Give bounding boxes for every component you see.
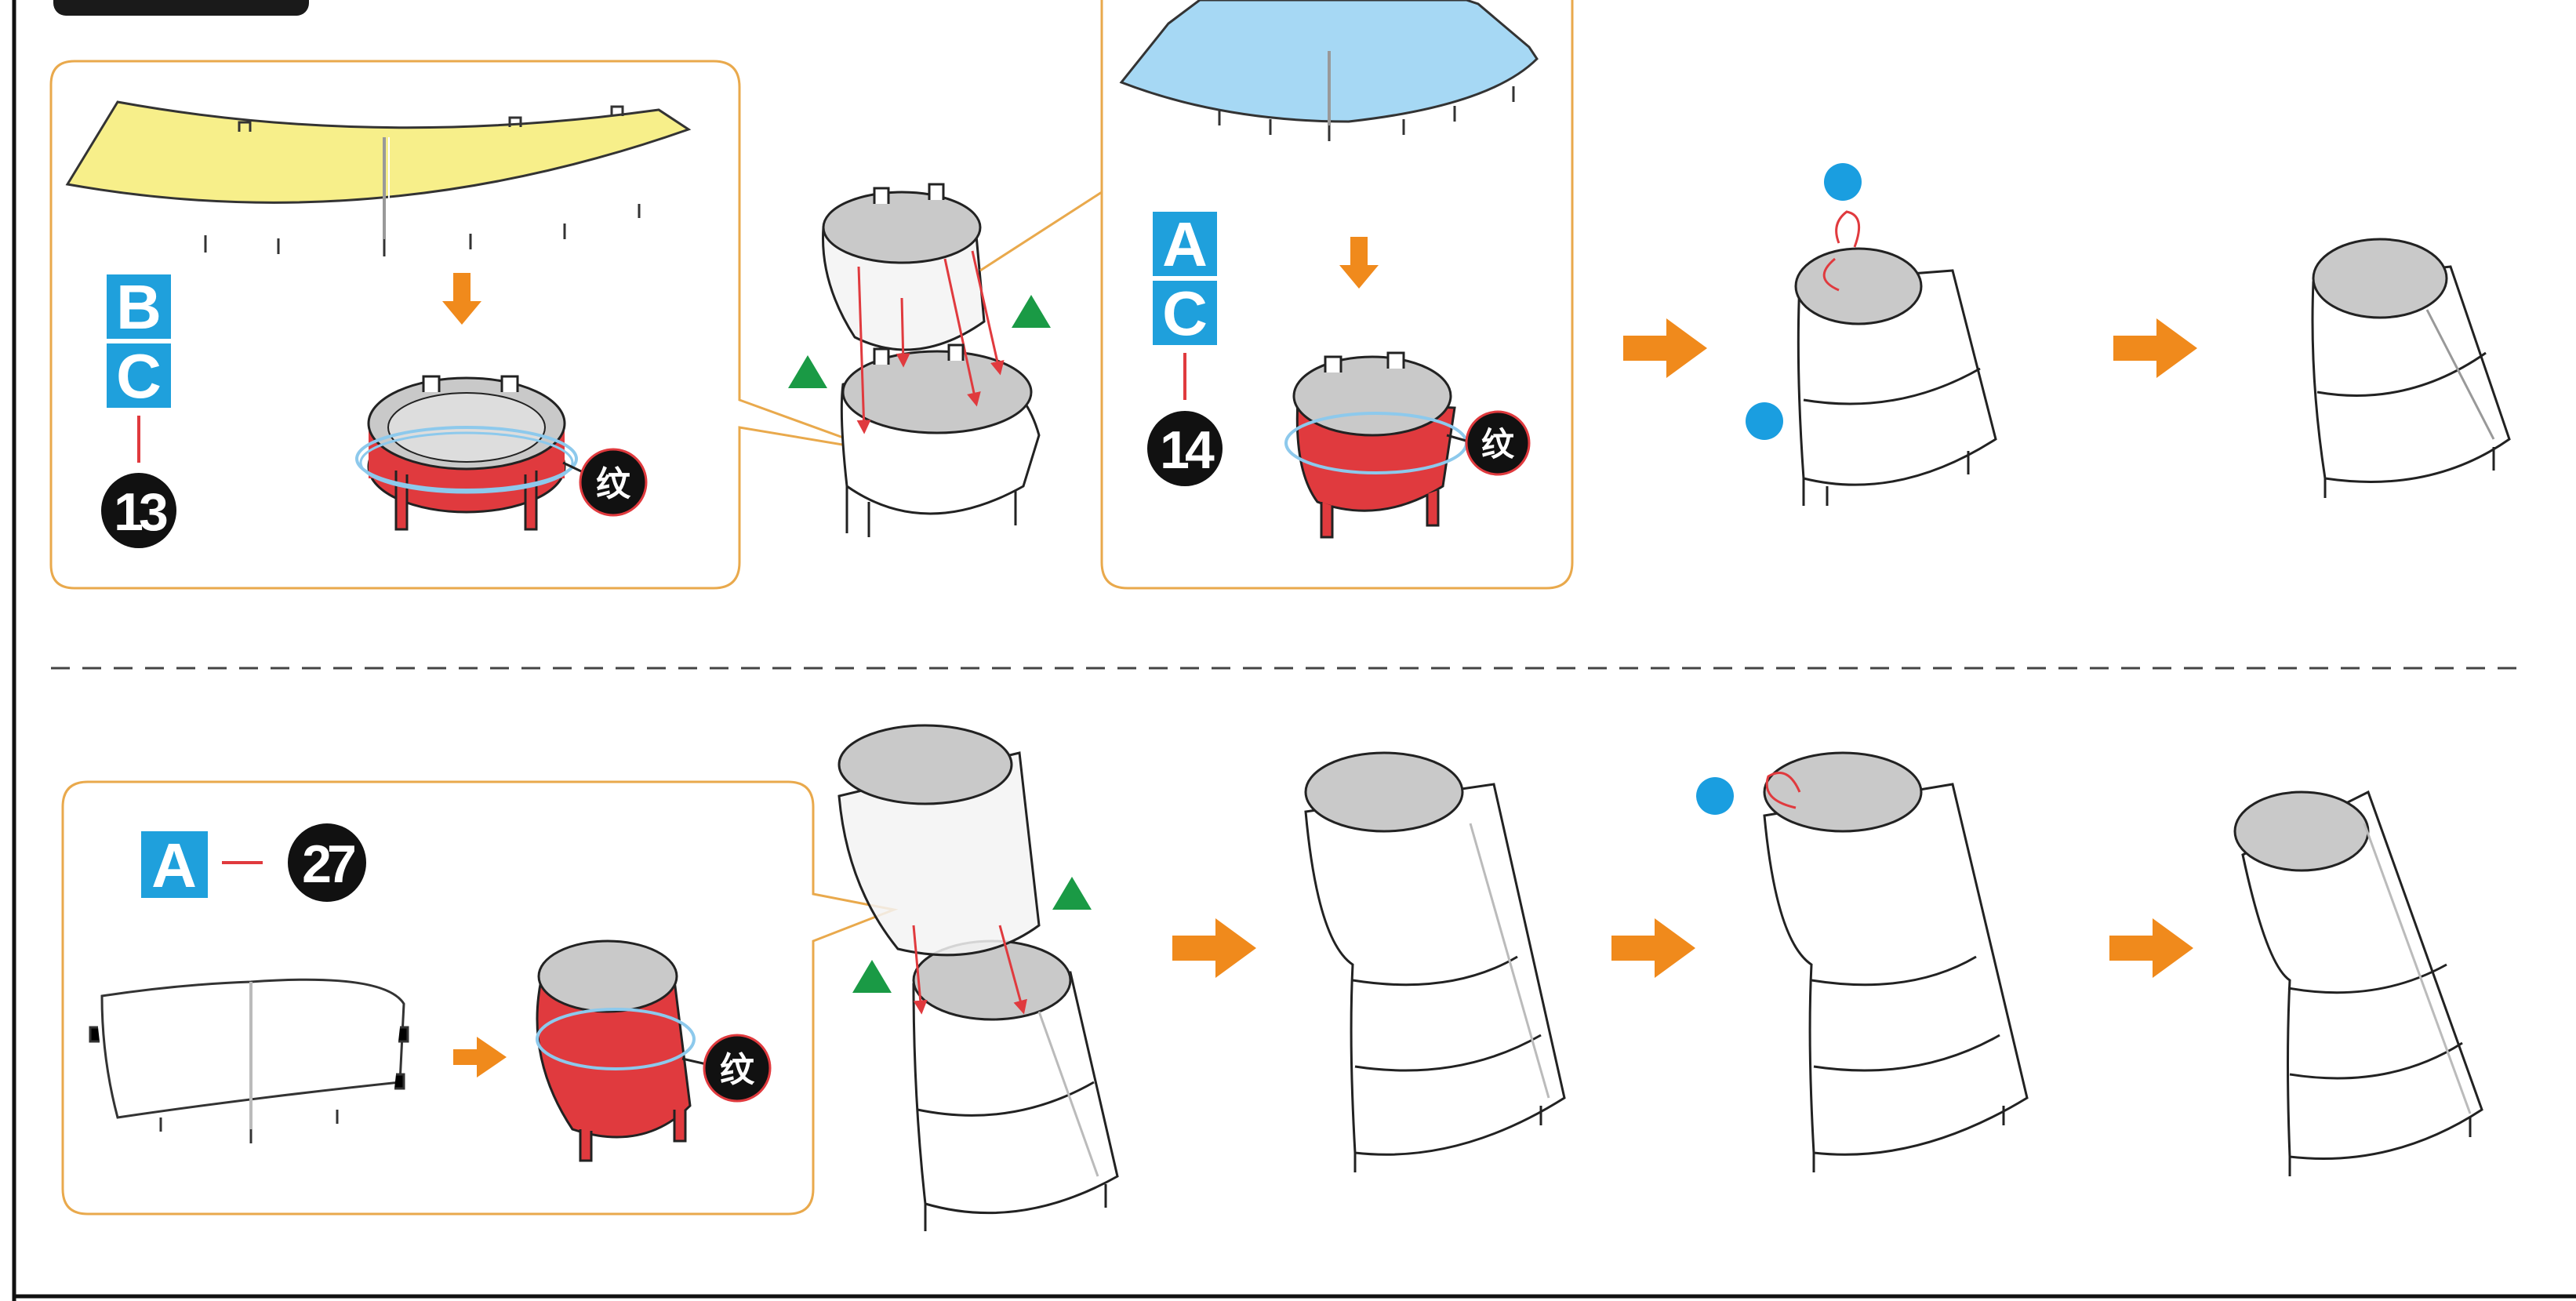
red-ring-part bbox=[355, 375, 578, 531]
arrow-down-icon bbox=[1339, 237, 1379, 289]
top-assembly-figure bbox=[822, 183, 1041, 537]
red-ring-part bbox=[536, 939, 696, 1162]
mark-pattern-14: 纹 bbox=[1481, 425, 1515, 463]
part-number-13: 13 bbox=[114, 482, 167, 542]
label-a-27: A 27 bbox=[141, 823, 366, 902]
joined-tube-figure bbox=[1304, 751, 1566, 1172]
mark-pattern-27: 纹 bbox=[720, 1050, 755, 1090]
red-ring-part bbox=[1284, 351, 1468, 539]
header-tab bbox=[53, 0, 309, 16]
yellow-strip-part bbox=[65, 100, 692, 204]
blue-dot-icon bbox=[1824, 163, 1862, 201]
arrow-right-icon bbox=[1172, 918, 1256, 978]
mark-pattern-13: 纹 bbox=[596, 464, 631, 504]
callout-step-14: A C 14 纹 bbox=[1100, 0, 1574, 590]
label-c: C bbox=[1162, 278, 1208, 348]
arrow-right-icon bbox=[1623, 318, 1707, 378]
label-b-c-13: B C 13 bbox=[101, 272, 176, 548]
finished-tube-figure bbox=[2233, 790, 2483, 1176]
label-a-c-14: A C 14 bbox=[1147, 209, 1223, 486]
green-triangle-icon bbox=[1052, 877, 1092, 910]
assembled-ring-with-tab bbox=[1794, 210, 1997, 506]
green-triangle-icon bbox=[852, 960, 892, 993]
bottom-assembly-figure bbox=[837, 724, 1119, 1231]
green-triangle-icon bbox=[1012, 295, 1051, 328]
label-c: C bbox=[116, 341, 162, 411]
arrow-right-icon bbox=[2109, 918, 2193, 978]
arrow-down-icon bbox=[442, 273, 481, 325]
tube-with-tab-figure bbox=[1763, 751, 2029, 1172]
arrow-right-icon bbox=[453, 1037, 507, 1078]
finished-ring-top bbox=[2311, 238, 2511, 498]
arrow-right-icon bbox=[2113, 318, 2197, 378]
blue-dot-icon bbox=[1746, 402, 1783, 440]
label-b: B bbox=[116, 272, 162, 342]
label-a: A bbox=[151, 830, 197, 900]
blue-dot-icon bbox=[1696, 777, 1734, 815]
part-number-14: 14 bbox=[1160, 420, 1215, 480]
label-a: A bbox=[1162, 209, 1208, 279]
white-strip-part bbox=[100, 978, 405, 1119]
green-triangle-icon bbox=[788, 355, 827, 388]
callout-step-13: B C 13 纹 bbox=[49, 60, 881, 590]
part-number-27: 27 bbox=[302, 834, 354, 894]
callout-step-27: A 27 纹 bbox=[61, 780, 899, 1216]
arrow-right-icon bbox=[1611, 918, 1695, 978]
